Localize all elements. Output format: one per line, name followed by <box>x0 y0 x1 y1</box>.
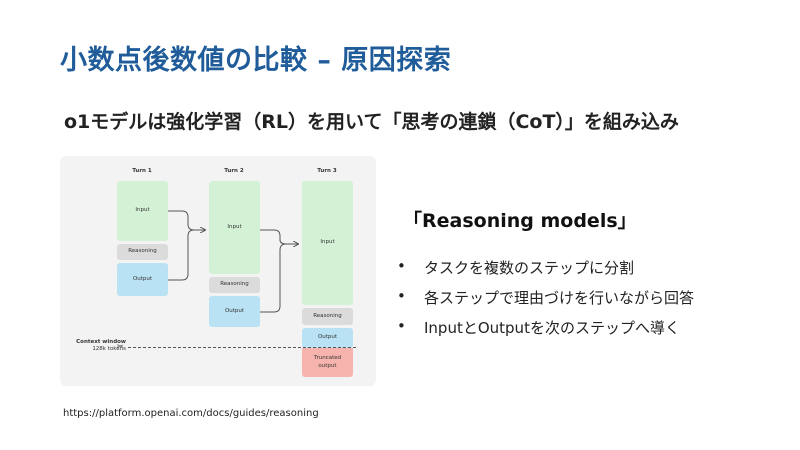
bullet-item: • InputとOutputを次のステップへ導く <box>397 317 694 347</box>
context-cutoff-line <box>128 347 356 348</box>
turn-1-input-label: Input <box>135 207 150 214</box>
turn-2-label: Turn 2 <box>224 168 244 174</box>
context-window-tokens: 128k tokens <box>92 346 126 353</box>
bullet-icon: • <box>397 317 406 335</box>
source-url[interactable]: https://platform.openai.com/docs/guides/… <box>63 408 319 419</box>
turn-3-reasoning-block: Reasoning <box>302 308 353 325</box>
turn-1-output-label: Output <box>132 275 153 282</box>
reasoning-models-heading: 「Reasoning models」 <box>403 210 637 232</box>
bullet-text: 各ステップで理由づけを行いながら回答 <box>424 289 695 307</box>
turn-3-input-label: Input <box>320 239 335 246</box>
turn-1-reasoning-label: Reasoning <box>128 248 157 255</box>
turn-2-output-block: Output <box>209 296 260 327</box>
bullet-text: タスクを複数のステップに分割 <box>424 259 635 277</box>
bullet-icon: • <box>397 257 406 275</box>
turn-3-label: Turn 3 <box>317 168 337 174</box>
turn-3-output-block: Output <box>302 328 353 348</box>
context-window-title: Context window <box>76 339 126 345</box>
bullet-item: • 各ステップで理由づけを行いながら回答 <box>397 287 694 317</box>
bullet-icon: • <box>397 287 406 305</box>
slide-subtitle: o1モデルは強化学習（RL）を用いて「思考の連鎖（CoT）」を組み込み <box>64 111 679 133</box>
reasoning-diagram: Turn 1 Turn 2 Turn 3 Input Reasoning Out… <box>60 156 376 386</box>
slide-title: 小数点後数値の比較 – 原因探索 <box>60 45 452 76</box>
turn-1-label: Turn 1 <box>132 168 152 174</box>
turn-2-input-label: Input <box>227 223 242 230</box>
bullet-text: InputとOutputを次のステップへ導く <box>424 319 680 337</box>
scissors-icon: ✂ <box>117 342 124 351</box>
turn-2-output-label: Output <box>224 307 245 314</box>
reasoning-bullet-list: • タスクを複数のステップに分割 • 各ステップで理由づけを行いながら回答 • Inp… <box>397 257 694 347</box>
turn-3-truncated-block: Truncated output <box>302 348 353 377</box>
context-window-label: Context window 128k tokens <box>66 339 126 353</box>
turn-1-reasoning-block: Reasoning <box>117 244 168 260</box>
turn-3-reasoning-label: Reasoning <box>313 312 342 319</box>
bullet-item: • タスクを複数のステップに分割 <box>397 257 694 287</box>
turn-2-input-block: Input <box>209 181 260 274</box>
turn-2-reasoning-block: Reasoning <box>209 277 260 293</box>
turn-1-input-block: Input <box>117 181 168 241</box>
turn-1-output-block: Output <box>117 263 168 296</box>
turn-3-input-block: Input <box>302 181 353 305</box>
turn-3-output-label: Output <box>317 334 338 341</box>
flow-arrows <box>168 210 376 313</box>
turn-2-reasoning-label: Reasoning <box>220 281 249 288</box>
truncated-output-label: Truncated output <box>313 355 342 369</box>
